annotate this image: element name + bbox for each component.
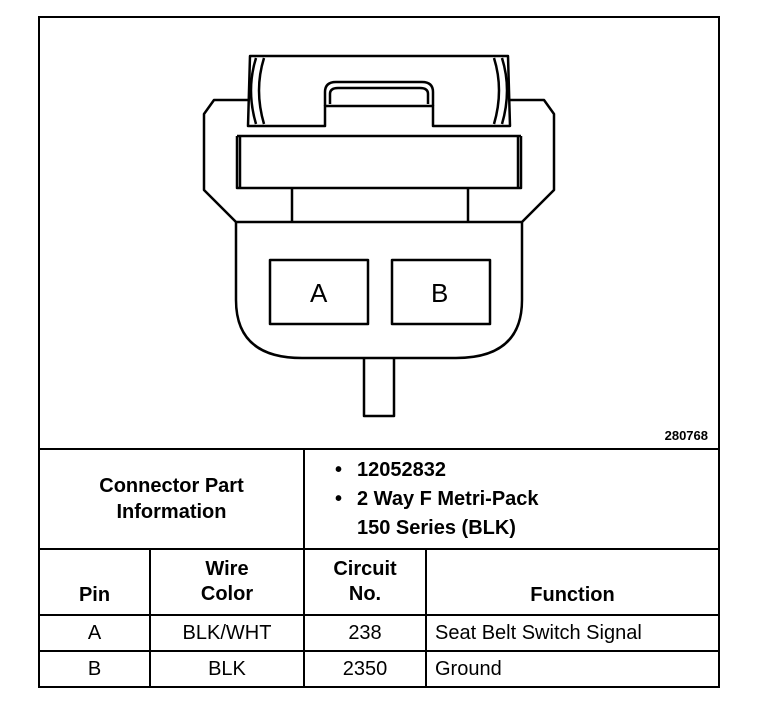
table-row: B BLK 2350 Ground: [40, 650, 719, 687]
part-info-details: • 12052832 • 2 Way F Metri-Pack 150 Seri…: [302, 448, 719, 550]
part-number-item: • 12052832: [335, 456, 718, 485]
header-function: Function: [424, 548, 719, 616]
connector-housing: [234, 222, 524, 360]
table-header-row: Pin Wire Color Circuit No. Function: [40, 548, 719, 616]
part-info-row: Connector Part Information • 12052832 • …: [40, 448, 719, 550]
pin-a-label: A: [310, 278, 328, 308]
pin-b-label: B: [431, 278, 449, 308]
connector-shoulder: [202, 98, 556, 224]
connector-drawing: A B 280768: [40, 18, 718, 448]
table-row: A BLK/WHT 238 Seat Belt Switch Signal: [40, 614, 719, 652]
wire-stub: [362, 358, 396, 418]
cavity-b: [390, 258, 492, 326]
row-function: Ground: [424, 650, 719, 687]
connector-latch: [246, 54, 512, 128]
part-description-line2: 150 Series (BLK): [357, 516, 516, 539]
diagram-frame: A B 280768 Connector Part Information • …: [38, 16, 720, 688]
header-pin: Pin: [40, 548, 151, 616]
row-wire-color: BLK/WHT: [149, 614, 305, 652]
row-wire-color: BLK: [149, 650, 305, 687]
part-number: 12052832: [357, 458, 446, 481]
header-circuit: Circuit No.: [303, 548, 427, 616]
header-wire-color: Wire Color: [149, 548, 305, 616]
row-pin: B: [40, 650, 151, 687]
part-description-item: • 2 Way F Metri-Pack: [335, 485, 718, 514]
part-description-line1: 2 Way F Metri-Pack: [357, 487, 539, 510]
row-circuit: 2350: [303, 650, 427, 687]
row-pin: A: [40, 614, 151, 652]
part-info-label: Connector Part Information: [40, 448, 305, 550]
connector-illustration: [202, 54, 556, 418]
row-function: Seat Belt Switch Signal: [424, 614, 719, 652]
figure-id: 280768: [664, 428, 708, 443]
bullet-icon: •: [335, 487, 343, 510]
bullet-icon: •: [335, 458, 343, 481]
row-circuit: 238: [303, 614, 427, 652]
connector-info-table: Connector Part Information • 12052832 • …: [40, 448, 719, 687]
cavity-a: [268, 258, 370, 326]
